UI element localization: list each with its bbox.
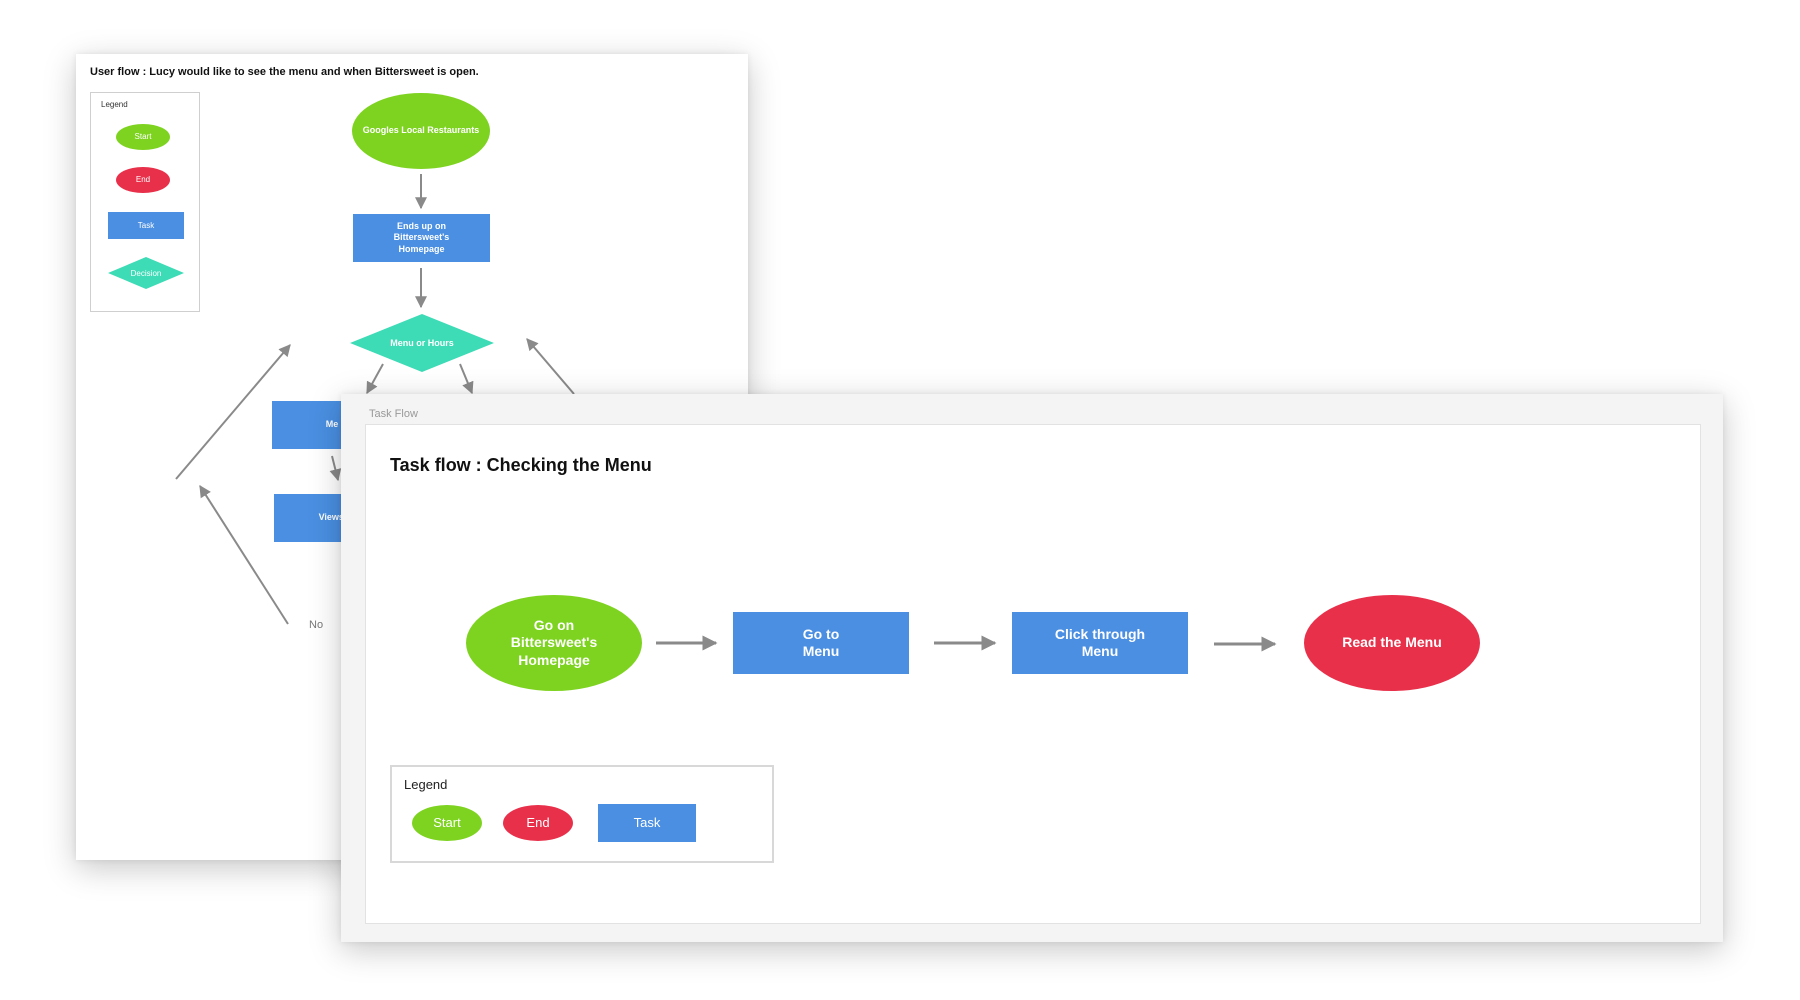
legend-start-shape: Start (412, 805, 482, 841)
user-flow-legend: Legend Start End Task Decision (90, 92, 200, 312)
step-click-through-menu: Click through Menu (1012, 612, 1188, 674)
node-menu-or-hours: Menu or Hours (349, 313, 495, 373)
legend-task-shape: Task (108, 212, 184, 239)
legend-start-shape: Start (116, 124, 170, 150)
task-flow-panel: Task flow : Checking the Menu Go on Bitt… (365, 424, 1701, 924)
legend-title: Legend (404, 777, 448, 792)
task-flow-board: Task Flow Task flow : Checking the Menu … (341, 394, 1723, 942)
legend-decision-shape: Decision (107, 256, 185, 290)
no-branch-label: No (309, 619, 324, 631)
legend-decision-label: Decision (130, 268, 162, 278)
step-go-to-menu: Go to Menu (733, 612, 909, 674)
arrow-8 (329, 455, 342, 482)
decision-diamond-icon (108, 257, 184, 289)
user-flow-title: User flow : Lucy would like to see the m… (90, 66, 479, 78)
step-go-on-homepage: Go on Bittersweet's Homepage (466, 595, 642, 691)
node-homepage: Ends up on Bittersweet's Homepage (353, 214, 490, 262)
arrow-7 (526, 338, 575, 395)
task-flow-caption: Task Flow (369, 408, 418, 420)
decision-diamond-icon (350, 314, 494, 372)
node-googles-restaurants: Googles Local Restaurants (352, 93, 490, 169)
step-read-the-menu: Read the Menu (1304, 595, 1480, 691)
legend-task-shape: Task (598, 804, 696, 842)
task-flow-title: Task flow : Checking the Menu (390, 455, 652, 475)
task-flow-legend: Legend Start End Task (390, 765, 774, 863)
node-menu-or-hours-label: Menu or Hours (390, 338, 454, 348)
legend-end-shape: End (503, 805, 573, 841)
legend-title: Legend (101, 100, 128, 109)
legend-end-shape: End (116, 167, 170, 193)
